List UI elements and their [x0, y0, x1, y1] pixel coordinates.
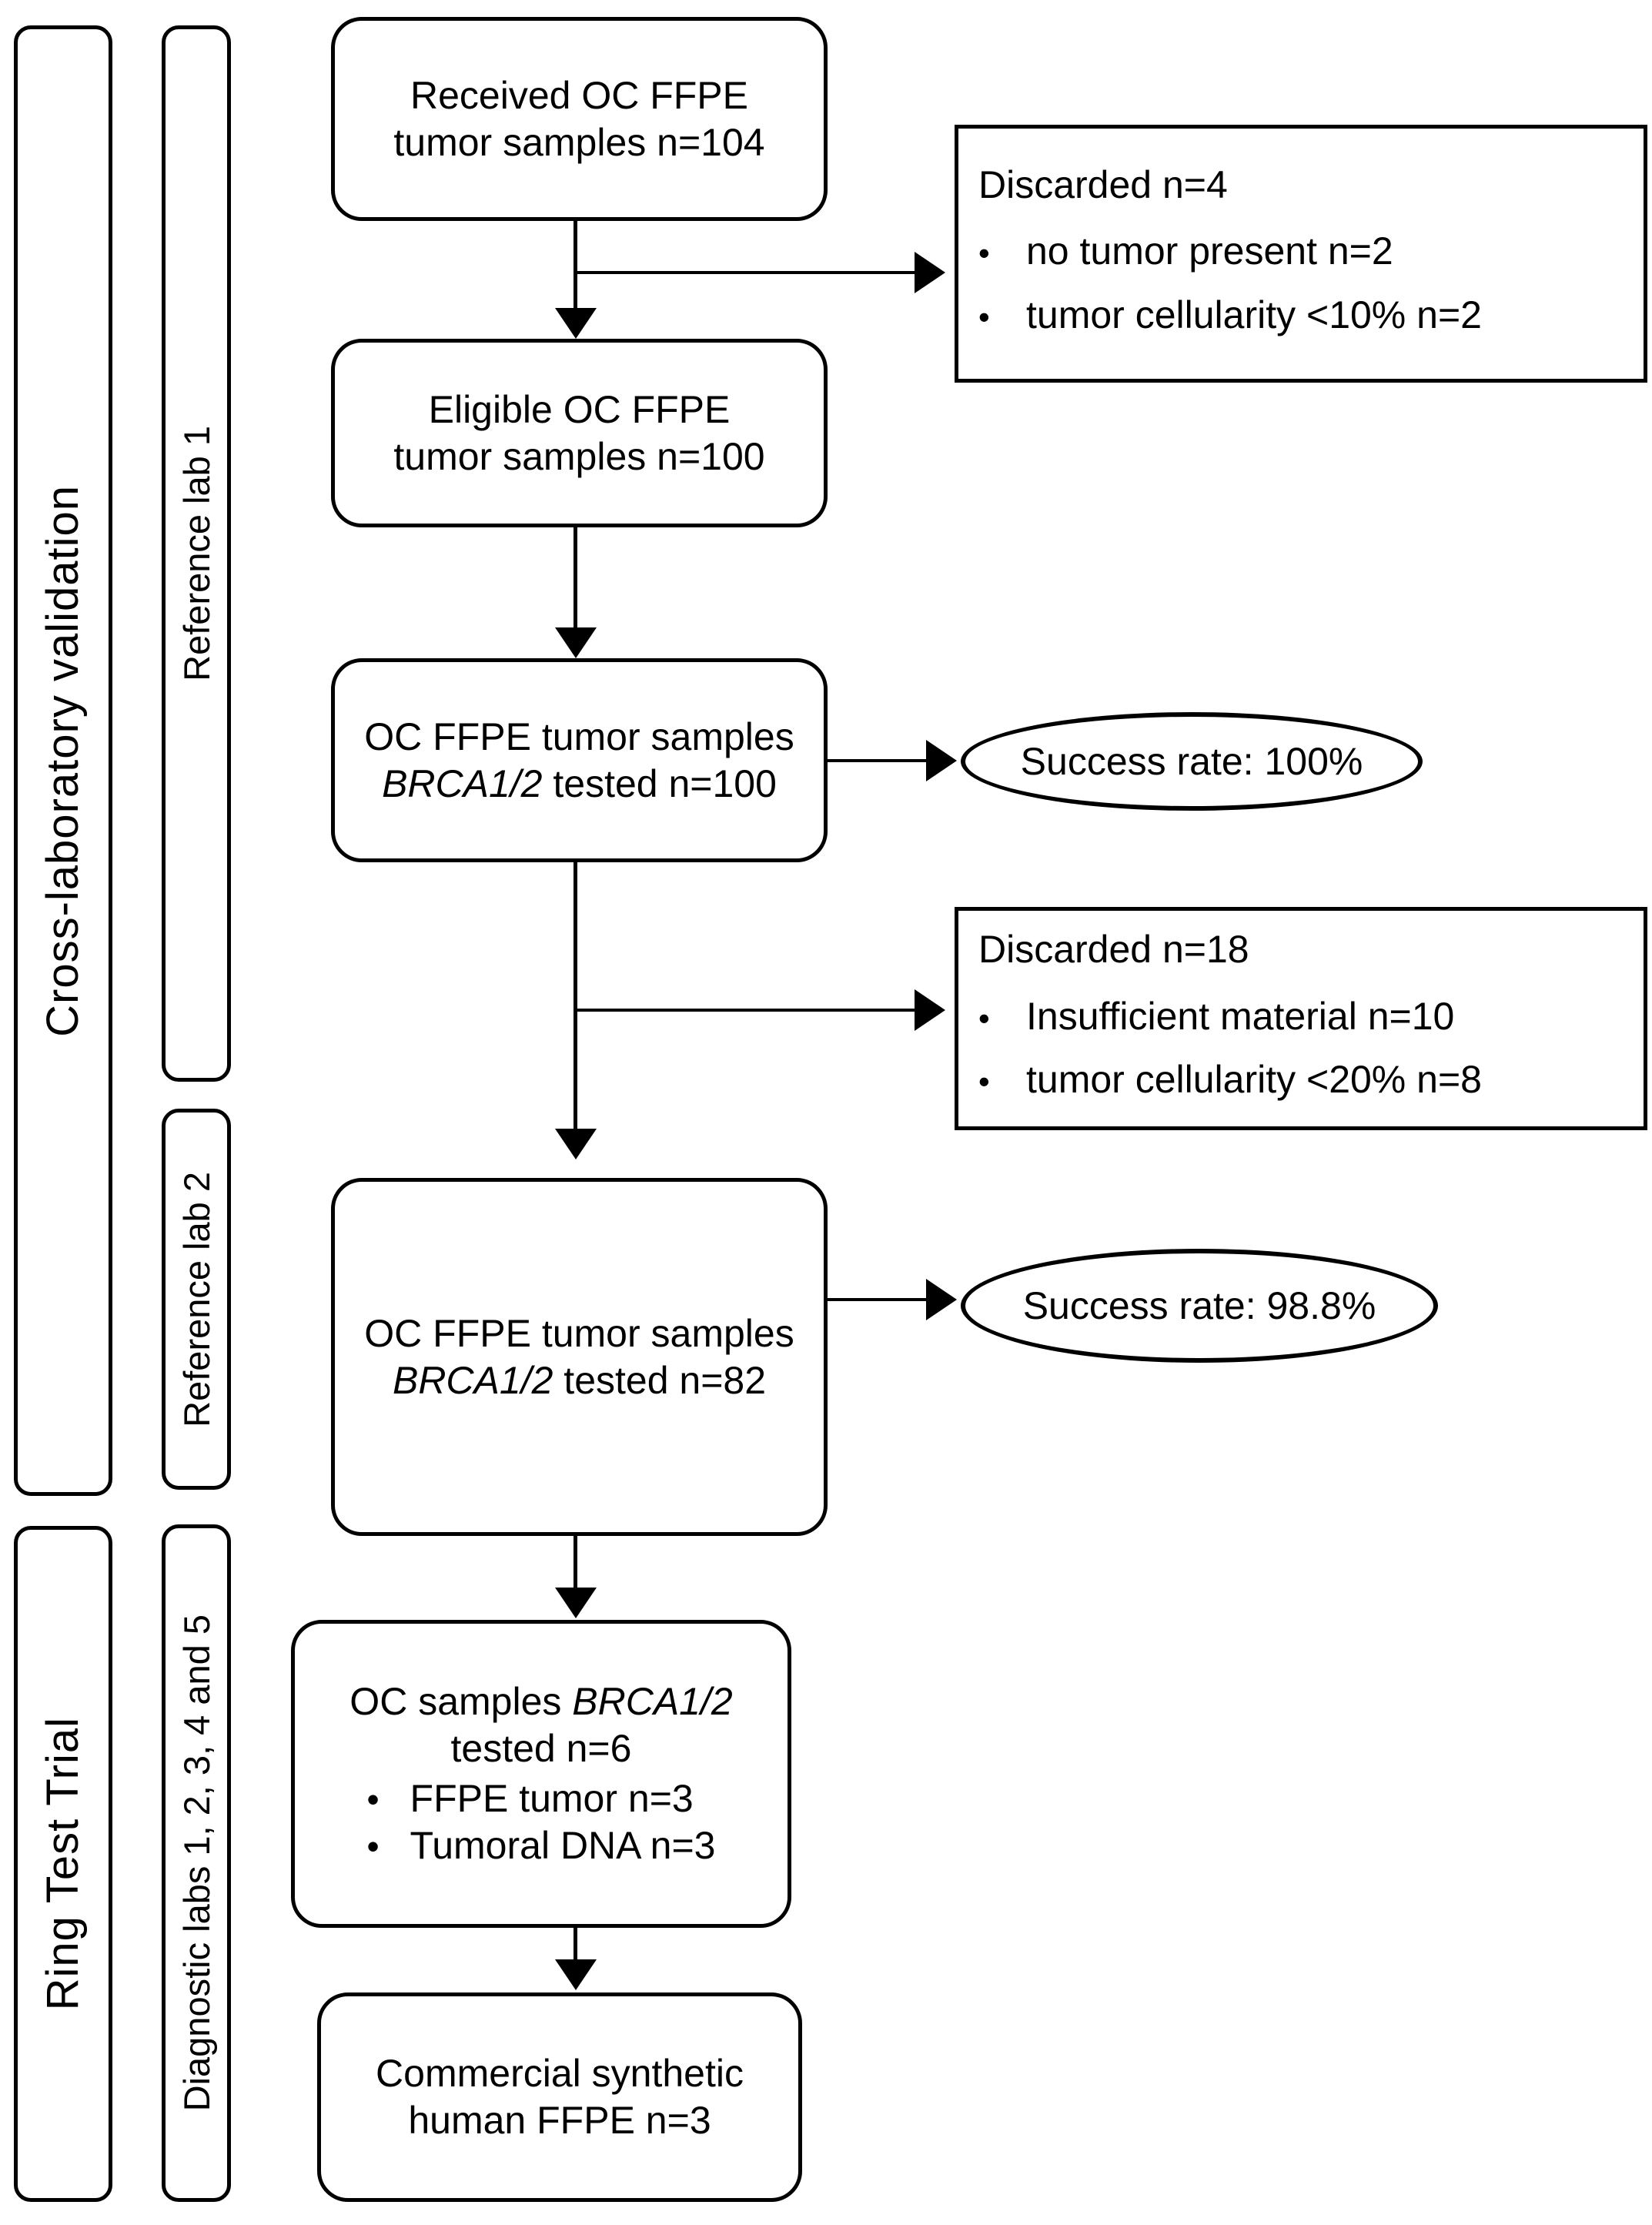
bullet-dot-icon: • — [978, 999, 990, 1036]
phase-bar-label: Cross-laboratory validation — [38, 484, 88, 1037]
connector-tested100-to-tested82 — [574, 862, 577, 1136]
arrow-down-icon — [555, 308, 597, 339]
note-discarded-4: Discarded n=4 • no tumor present n=2 • t… — [955, 125, 1647, 383]
node-line-1: OC FFPE tumor samples — [364, 1311, 794, 1355]
bullet-dot-icon: • — [978, 298, 990, 335]
bullet-dot-icon: • — [978, 1063, 990, 1100]
note-bullet-text: no tumor present n=2 — [1026, 229, 1393, 273]
outcome-label: Success rate: 98.8% — [1022, 1284, 1376, 1327]
node-commercial-synthetic: Commercial synthetic human FFPE n=3 — [317, 1992, 802, 2202]
arrow-right-icon — [915, 989, 945, 1031]
node-line-2: BRCA1/2 tested n=82 — [393, 1357, 766, 1404]
node-line-1: OC FFPE tumor samples — [364, 714, 794, 758]
note-title: Discarded n=18 — [978, 928, 1249, 972]
arrow-right-icon — [926, 1279, 957, 1320]
node-line-1-pre: OC samples — [349, 1680, 573, 1723]
arrow-down-icon — [555, 1129, 597, 1159]
connector-received-to-eligible — [574, 221, 577, 315]
note-title: Discarded n=4 — [978, 162, 1228, 206]
node-brca-tested-82: OC FFPE tumor samples BRCA1/2 tested n=8… — [331, 1178, 828, 1536]
node-bullet: • FFPE tumor n=3 — [367, 1775, 716, 1822]
note-bullet: • Insufficient material n=10 — [978, 992, 1624, 1041]
outcome-success-rate-100: Success rate: 100% — [961, 712, 1423, 811]
node-line-1: Commercial synthetic — [376, 2052, 744, 2095]
outcome-success-rate-98-8: Success rate: 98.8% — [961, 1249, 1438, 1363]
gene-name: BRCA1/2 — [572, 1680, 733, 1723]
lab-bar-label: Reference lab 1 — [176, 426, 217, 681]
gene-name: BRCA1/2 — [392, 1358, 553, 1402]
lab-bar-reference-lab-2: Reference lab 2 — [162, 1109, 231, 1490]
node-bullet-text: FFPE tumor n=3 — [410, 1777, 694, 1820]
arrow-down-icon — [555, 627, 597, 658]
arrow-right-icon — [915, 252, 945, 293]
bullet-dot-icon: • — [978, 235, 990, 272]
bullet-dot-icon: • — [366, 1826, 380, 1866]
bullet-dot-icon: • — [366, 1779, 380, 1819]
branch-line-discarded-4 — [576, 271, 915, 274]
node-line-2: BRCA1/2 tested n=100 — [382, 761, 777, 808]
node-line-2: tumor samples n=104 — [393, 120, 765, 164]
node-line-2-rest: tested n=100 — [542, 761, 777, 805]
node-line-1: Eligible OC FFPE — [428, 387, 731, 431]
node-line-2: human FFPE n=3 — [408, 2099, 711, 2142]
note-bullet: • tumor cellularity <10% n=2 — [978, 291, 1624, 340]
phase-bar-cross-laboratory-validation: Cross-laboratory validation — [14, 25, 112, 1496]
lab-bar-label: Reference lab 2 — [176, 1171, 217, 1427]
node-line-2: tested n=6 — [450, 1727, 632, 1770]
node-line-1: OC samples BRCA1/2 — [349, 1678, 732, 1725]
phase-bar-ring-test-trial: Ring Test Trial — [14, 1526, 112, 2202]
connector-tested6-to-commercial — [574, 1928, 577, 1966]
note-bullet: • tumor cellularity <20% n=8 — [978, 1056, 1624, 1104]
lab-bar-label: Diagnostic labs 1, 2, 3, 4 and 5 — [176, 1614, 217, 2112]
lab-bar-reference-lab-1: Reference lab 1 — [162, 25, 231, 1082]
lab-bar-diagnostic-labs: Diagnostic labs 1, 2, 3, 4 and 5 — [162, 1524, 231, 2202]
note-bullet-text: tumor cellularity <20% n=8 — [1026, 1058, 1482, 1102]
branch-line-success-988 — [828, 1298, 928, 1301]
outcome-label: Success rate: 100% — [1020, 740, 1363, 783]
branch-line-success-100 — [828, 759, 928, 762]
node-bullet-list: • FFPE tumor n=3 • Tumoral DNA n=3 — [367, 1775, 716, 1869]
arrow-down-icon — [555, 1959, 597, 1990]
node-line-1: Received OC FFPE — [410, 73, 748, 117]
note-bullet: • no tumor present n=2 — [978, 227, 1624, 276]
node-bullet-text: Tumoral DNA n=3 — [410, 1824, 716, 1867]
node-eligible-samples: Eligible OC FFPE tumor samples n=100 — [331, 339, 828, 527]
note-bullet-text: Insufficient material n=10 — [1026, 994, 1455, 1038]
note-bullet-text: tumor cellularity <10% n=2 — [1026, 293, 1482, 336]
branch-line-discarded-18 — [576, 1009, 915, 1012]
node-received-samples: Received OC FFPE tumor samples n=104 — [331, 17, 828, 221]
node-ring-test-samples-6: OC samples BRCA1/2 tested n=6 • FFPE tum… — [291, 1620, 791, 1928]
phase-bar-label: Ring Test Trial — [38, 1717, 88, 2011]
connector-tested82-to-tested6 — [574, 1536, 577, 1596]
arrow-right-icon — [926, 740, 957, 781]
connector-eligible-to-tested100 — [574, 527, 577, 635]
gene-name: BRCA1/2 — [382, 761, 543, 805]
node-line-2: tumor samples n=100 — [393, 434, 765, 478]
arrow-down-icon — [555, 1588, 597, 1618]
node-brca-tested-100: OC FFPE tumor samples BRCA1/2 tested n=1… — [331, 658, 828, 862]
node-line-2-rest: tested n=82 — [553, 1358, 767, 1402]
note-discarded-18: Discarded n=18 • Insufficient material n… — [955, 907, 1647, 1130]
node-bullet: • Tumoral DNA n=3 — [367, 1822, 716, 1869]
